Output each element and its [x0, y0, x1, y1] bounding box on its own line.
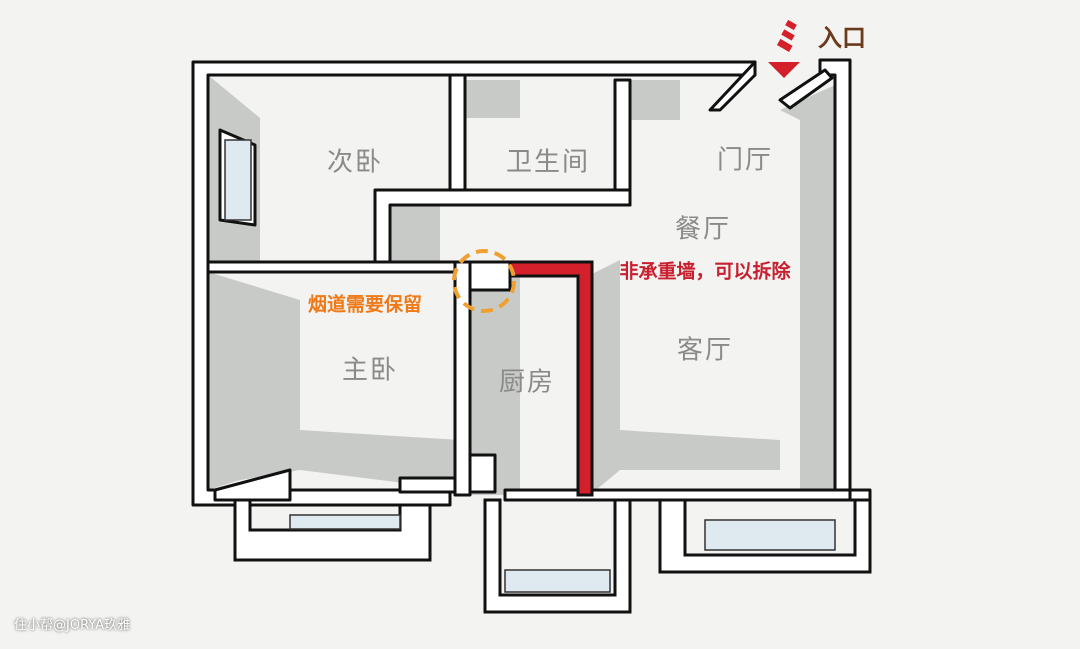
windows — [224, 139, 836, 593]
walls — [191, 58, 872, 507]
room-dining: 餐厅 — [674, 214, 732, 245]
room-foyer: 门厅 — [716, 145, 774, 176]
flue-marker — [452, 249, 516, 313]
room-living: 客厅 — [676, 335, 734, 366]
room-master-bedroom: 主卧 — [341, 355, 399, 386]
wall-note: 非承重墙，可以拆除 — [619, 260, 791, 283]
balconies — [233, 498, 872, 614]
entrance-arrow-icon — [768, 19, 800, 78]
flue-note: 烟道需要保留 — [307, 293, 423, 316]
removable-wall — [508, 260, 594, 497]
room-second-bedroom: 次卧 — [326, 147, 384, 178]
entrance-label: 入口 — [818, 24, 866, 52]
watermark: 住小帮@JORYA玖雅 — [14, 618, 131, 633]
floor-shadows — [208, 75, 835, 495]
room-kitchen: 厨房 — [498, 367, 556, 398]
room-bathroom: 卫生间 — [505, 147, 591, 178]
